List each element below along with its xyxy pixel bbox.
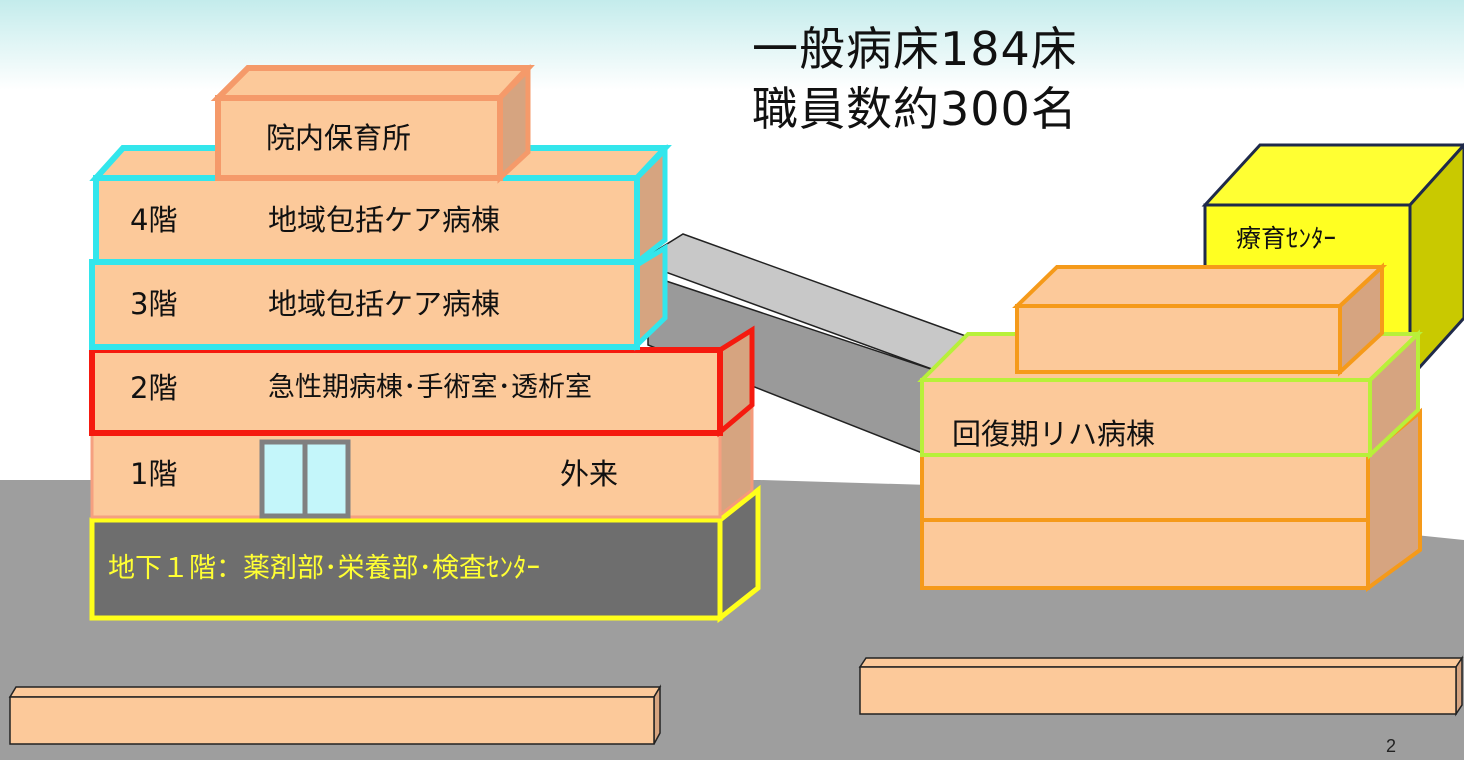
therapy-center-label: 療育ｾﾝﾀｰ <box>1236 224 1337 253</box>
floor2-ward-label: 急性期病棟･手術室･透析室 <box>268 372 592 403</box>
main-building <box>89 63 761 624</box>
nursery-label: 院内保育所 <box>266 121 412 155</box>
sky-gradient <box>0 0 1464 90</box>
annex-building <box>917 262 1423 592</box>
entrance-door-icon <box>259 439 351 519</box>
title-general-beds: 一般病床184床 <box>752 22 1078 76</box>
floor4-label: 4階 <box>130 203 178 237</box>
ground-slab-right <box>858 655 1464 717</box>
floor4-ward-label: 地域包括ケア病棟 <box>268 203 501 237</box>
sky-bridge <box>636 233 987 462</box>
floor3-ward-label: 地域包括ケア病棟 <box>268 287 501 321</box>
floor2-label: 2階 <box>130 371 178 405</box>
rehab-ward-label: 回復期リハ病棟 <box>952 417 1156 451</box>
floor1-outpatient-label: 外来 <box>560 457 619 491</box>
title-staff-count: 職員数約300名 <box>752 82 1078 136</box>
ground-slab-left <box>8 684 662 745</box>
page-number: 2 <box>1386 736 1397 756</box>
floor3-label: 3階 <box>130 287 178 321</box>
basement-label: 地下１階：薬剤部･栄養部･検査ｾﾝﾀｰ <box>108 553 540 584</box>
floor1-label: 1階 <box>130 457 178 491</box>
